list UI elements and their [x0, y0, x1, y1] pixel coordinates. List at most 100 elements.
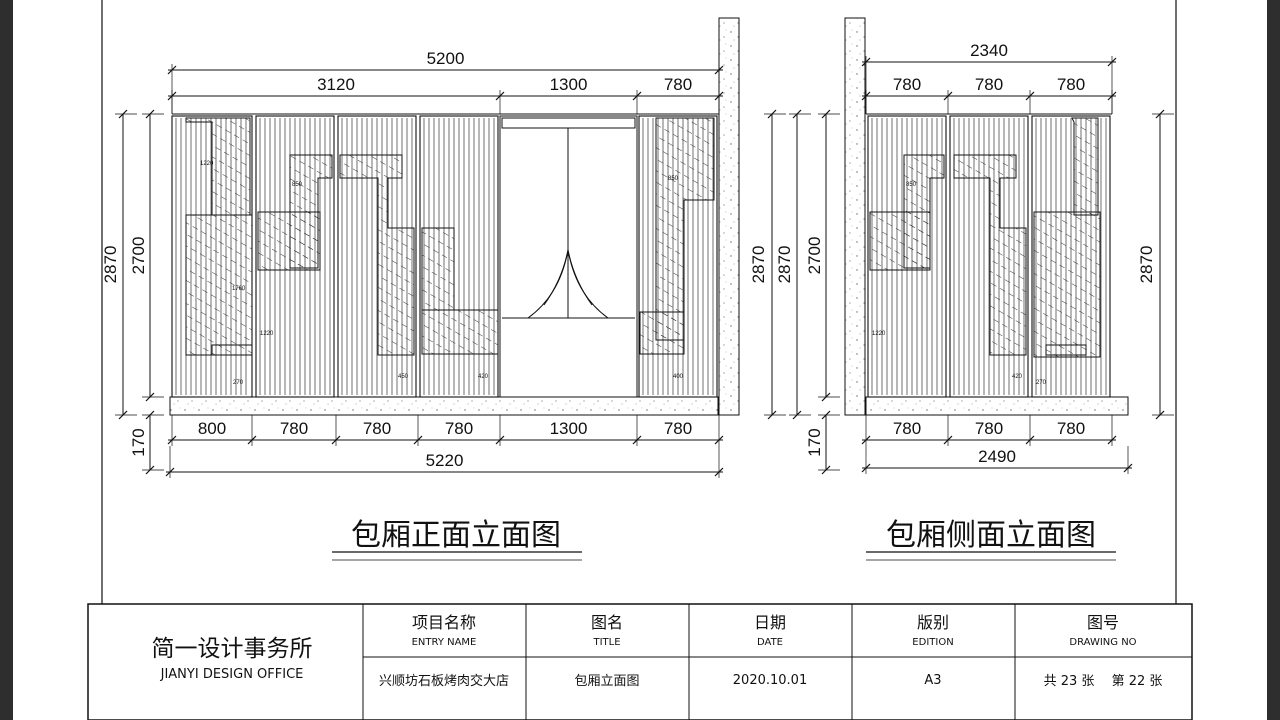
drawing-no-value: 共 23 张 第 22 张 [1044, 674, 1163, 689]
side-elevation [844, 17, 1129, 416]
date-value: 2020.10.01 [733, 673, 807, 688]
dimension-label: 2870 [101, 246, 120, 284]
small-label: 850 [906, 182, 917, 188]
small-label: 270 [233, 380, 244, 386]
dimension-tick [165, 467, 175, 477]
dimension-tick [632, 91, 642, 101]
date-label: 日期 [754, 613, 786, 632]
dimension-tick [145, 109, 155, 119]
dimension-tick [821, 465, 831, 475]
dimension-label: 2870 [775, 246, 794, 284]
front-base-slab [169, 396, 719, 416]
dimension-tick [821, 410, 831, 420]
office-name-en: JIANYI DESIGN OFFICE [160, 667, 304, 682]
dimension-label: 170 [805, 428, 824, 456]
dimension-tick [714, 467, 724, 477]
dimension-label: 800 [198, 419, 226, 438]
dimension-label: 2700 [805, 237, 824, 275]
dimension-tick [943, 91, 953, 101]
dimension-label: 780 [893, 75, 921, 94]
dimension-tick [1123, 463, 1133, 473]
title-block: 简一设计事务所 JIANYI DESIGN OFFICE 项目名称 ENTRY … [87, 603, 1193, 720]
small-label: 450 [398, 374, 409, 380]
dimension-tick [767, 410, 777, 420]
side-base-slab [865, 396, 1129, 416]
dimension-tick [1155, 109, 1165, 119]
dimension-label: 3120 [317, 75, 355, 94]
dimension-tick [145, 465, 155, 475]
dimension-tick [861, 463, 871, 473]
dimension-tick [1025, 91, 1035, 101]
edition-label-en: EDITION [912, 637, 953, 648]
dimension-tick [714, 65, 724, 75]
side-small-labels: 1220 850 420 270 [872, 182, 1047, 386]
dimension-tick [495, 91, 505, 101]
dimension-tick [714, 91, 724, 101]
dimension-tick [145, 410, 155, 420]
entry-name-value: 兴顺坊石板烤肉交大店 [379, 673, 509, 689]
dimension-tick [792, 410, 802, 420]
dimension-label: 780 [975, 419, 1003, 438]
dimension-label: 780 [280, 419, 308, 438]
dimension-tick [118, 410, 128, 420]
dimension-label: 2490 [978, 447, 1016, 466]
dimension-label: 780 [445, 419, 473, 438]
edition-label: 版别 [917, 613, 949, 632]
front-hatched-blocks [185, 117, 715, 356]
dimension-tick [1155, 410, 1165, 420]
dimension-tick [331, 435, 341, 445]
small-label: 1220 [872, 331, 886, 337]
side-hatched-blocks [869, 117, 1101, 358]
dimension-label: 2340 [970, 41, 1008, 60]
dimension-tick [247, 435, 257, 445]
dimension-tick [1025, 435, 1035, 445]
dimension-tick [145, 392, 155, 402]
drawing-no-label-en: DRAWING NO [1069, 637, 1136, 648]
drawing-no-label: 图号 [1087, 613, 1119, 632]
dimension-tick [1107, 91, 1117, 101]
dimension-label: 780 [1057, 419, 1085, 438]
dimension-label: 780 [1057, 75, 1085, 94]
small-label: 850 [668, 176, 679, 182]
dimension-tick [861, 435, 871, 445]
dimension-tick [943, 435, 953, 445]
side-left-column [844, 17, 866, 416]
small-label: 400 [673, 374, 684, 380]
front-view-title: 包厢正面立面图 [351, 518, 561, 553]
small-label: 1220 [260, 331, 274, 337]
dimension-label: 5200 [427, 49, 465, 68]
dimension-tick [1107, 435, 1117, 445]
dimension-tick [861, 57, 871, 67]
dimension-tick [767, 109, 777, 119]
dimension-tick [167, 65, 177, 75]
dimension-tick [632, 435, 642, 445]
dimension-tick [861, 91, 871, 101]
dimension-tick [821, 392, 831, 402]
dimension-tick [118, 109, 128, 119]
dimension-label: 2700 [129, 237, 148, 275]
small-label: 1220 [200, 161, 214, 167]
title-label-en: TITLE [592, 637, 620, 648]
small-label: 270 [1036, 380, 1047, 386]
dimension-tick [792, 109, 802, 119]
dimension-tick [167, 435, 177, 445]
title-label: 图名 [591, 613, 623, 632]
dimension-label: 170 [129, 428, 148, 456]
title-value: 包厢立面图 [574, 674, 639, 689]
front-small-labels: 1220 850 450 420 400 270 1220 850 1760 [200, 161, 684, 386]
small-label: 420 [1012, 374, 1023, 380]
dimension-tick [495, 435, 505, 445]
dimension-tick [1107, 57, 1117, 67]
dimension-tick [167, 91, 177, 101]
dimension-label: 1300 [550, 419, 588, 438]
front-elevation [169, 17, 740, 416]
dimension-label: 780 [664, 419, 692, 438]
dimension-tick [821, 109, 831, 119]
dimension-label: 2870 [1137, 246, 1156, 284]
small-label: 420 [478, 374, 489, 380]
entry-name-label: 项目名称 [412, 613, 476, 632]
dimension-tick [413, 435, 423, 445]
